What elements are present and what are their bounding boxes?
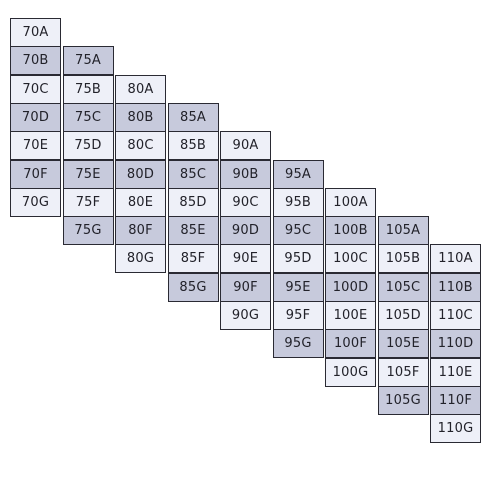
size-cell-90b: 90B [220,159,271,189]
size-cell-70c: 70C [10,74,61,104]
size-cell-100g: 100G [325,357,376,387]
size-cell-105b: 105B [377,244,429,274]
size-cell-105f: 105F [377,357,429,387]
size-cell-95f: 95F [272,301,324,330]
size-cell-95b: 95B [272,187,324,217]
size-cell-80b: 80B [115,102,166,132]
size-cell-70g: 70G [10,187,61,217]
size-cell-75f: 75F [62,187,114,217]
size-cell-80d: 80D [115,159,166,189]
size-cell-75e: 75E [62,159,114,189]
size-cell-95e: 95E [272,272,324,302]
size-cell-95d: 95D [272,244,324,274]
size-cell-105e: 105E [377,329,429,359]
size-cell-95g: 95G [272,329,324,359]
size-cell-80f: 80F [115,216,166,246]
size-cell-70f: 70F [10,159,61,189]
size-cell-110c: 110C [430,301,481,330]
size-cell-110e: 110E [430,357,481,387]
size-cell-75d: 75D [62,131,114,161]
size-cell-75c: 75C [62,102,114,132]
size-cell-95c: 95C [272,216,324,246]
size-cell-100e: 100E [325,301,376,330]
size-cell-75b: 75B [62,74,114,104]
size-cell-100d: 100D [325,272,376,302]
size-cell-105d: 105D [377,301,429,330]
size-cell-90c: 90C [220,187,271,217]
size-cell-70b: 70B [10,46,61,76]
size-cell-85f: 85F [167,244,219,274]
size-cell-105g: 105G [377,385,429,415]
size-cell-110b: 110B [430,272,481,302]
size-cell-110f: 110F [430,385,481,415]
size-cell-85d: 85D [167,187,219,217]
size-cell-105a: 105A [377,216,429,246]
size-cell-80c: 80C [115,131,166,161]
size-cell-85b: 85B [167,131,219,161]
size-cell-100b: 100B [325,216,376,246]
size-cell-90f: 90F [220,272,271,302]
size-cell-110a: 110A [430,244,481,274]
size-cell-80a: 80A [115,74,166,104]
size-cell-85a: 85A [167,102,219,132]
size-cell-110g: 110G [430,414,481,444]
size-cell-85g: 85G [167,272,219,302]
size-cell-100c: 100C [325,244,376,274]
size-cell-85e: 85E [167,216,219,246]
size-cell-70d: 70D [10,102,61,132]
size-cell-110d: 110D [430,329,481,359]
size-cell-90d: 90D [220,216,271,246]
size-cell-75a: 75A [62,46,114,76]
size-cell-80e: 80E [115,187,166,217]
size-cell-100f: 100F [325,329,376,359]
size-cell-75g: 75G [62,216,114,246]
size-cell-80g: 80G [115,244,166,274]
size-cell-90e: 90E [220,244,271,274]
size-cell-90g: 90G [220,301,271,330]
size-cell-85c: 85C [167,159,219,189]
size-cell-90a: 90A [220,131,271,161]
size-cell-95a: 95A [272,159,324,189]
size-cell-70a: 70A [10,18,61,47]
size-cell-70e: 70E [10,131,61,161]
size-cell-100a: 100A [325,187,376,217]
size-cell-105c: 105C [377,272,429,302]
